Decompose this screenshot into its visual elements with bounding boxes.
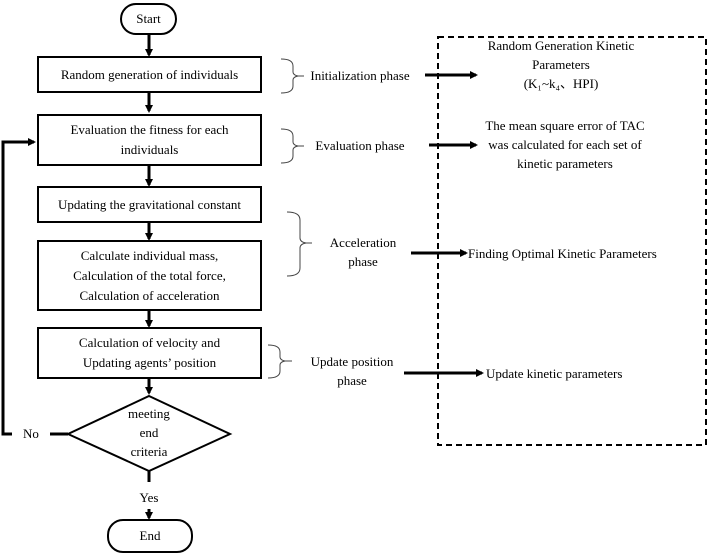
detail-update-kinetic: Update kinetic parameters — [486, 366, 623, 381]
step-velocity-position: Calculation of velocity and Updating age… — [37, 327, 262, 379]
start-label: Start — [136, 11, 161, 26]
step-calculate-mass-force-acceleration: Calculate individual mass, Calculation o… — [37, 240, 262, 311]
phase-initialization: Initialization phase — [310, 68, 410, 83]
yes-label: Yes — [139, 490, 159, 505]
dashed-details-box — [437, 36, 707, 446]
step-label: Random generation of individuals — [60, 66, 239, 82]
step-label: Updating the gravitational constant — [57, 196, 242, 212]
step-label: Evaluation the fitness for each individu… — [70, 122, 229, 157]
phase-update-position: Update position phase — [310, 354, 394, 388]
brace-evaluation — [280, 128, 299, 164]
detail-random-parameters: Random Generation Kinetic Parameters (K₁… — [487, 38, 635, 91]
step-label: Calculate individual mass, Calculation o… — [73, 247, 226, 303]
step-label: Calculation of velocity and Updating age… — [78, 335, 221, 370]
phase-evaluation: Evaluation phase — [315, 138, 405, 153]
decision-diamond — [65, 394, 233, 473]
brace-update-position — [267, 344, 286, 379]
brace-acceleration — [286, 211, 307, 277]
detail-finding-optimal: Finding Optimal Kinetic Parameters — [468, 246, 657, 261]
phase-acceleration: Acceleration phase — [329, 235, 397, 269]
end-label: End — [139, 528, 161, 543]
detail-mean-square-error: The mean square error of TAC was calcula… — [485, 118, 645, 171]
no-label: No — [23, 426, 39, 441]
end-terminal: End — [107, 519, 193, 553]
no-loop-line — [1, 138, 36, 436]
step-update-gravitational-constant: Updating the gravitational constant — [37, 186, 262, 223]
step-evaluate-fitness: Evaluation the fitness for each individu… — [37, 114, 262, 166]
start-terminal: Start — [120, 3, 177, 35]
step-random-generation: Random generation of individuals — [37, 56, 262, 93]
brace-initialization — [280, 58, 299, 94]
decision-label: meeting end criteria — [128, 406, 170, 459]
